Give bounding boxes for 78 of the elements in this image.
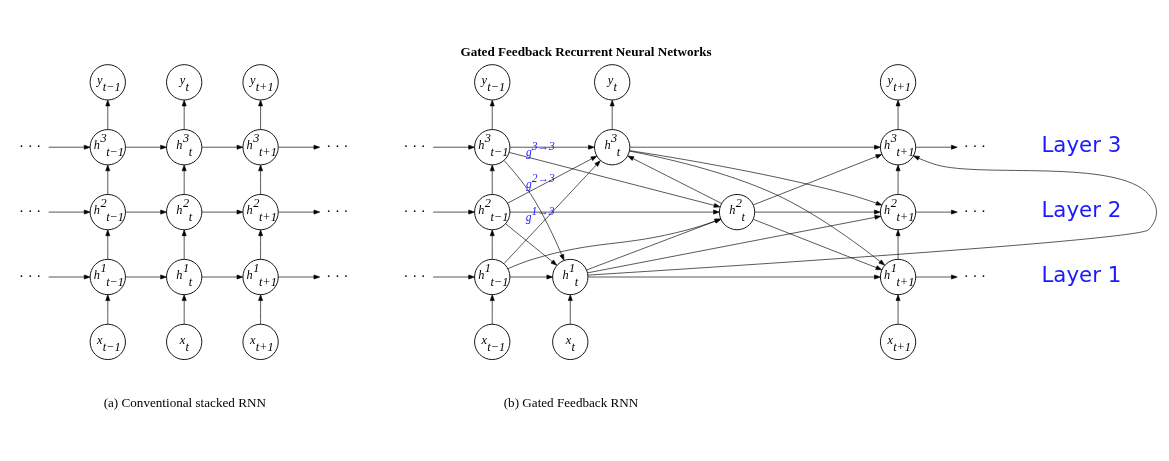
arrow [48,209,91,214]
arrow [509,151,721,208]
arrow [587,274,881,279]
arrow [586,218,722,270]
arrow [201,274,244,279]
arrow [509,144,595,150]
label: Layer 3 [1041,131,1122,157]
node-text: · · · [19,202,42,219]
arrow [105,99,111,130]
arrow [895,164,901,195]
arrow [181,99,187,130]
arrow [915,209,958,214]
arrow [258,99,263,130]
arrow [509,274,553,279]
node-text: · · · [963,267,986,284]
arrow [489,229,495,260]
arrow [181,229,187,260]
arrow [105,294,111,324]
node-text: · · · [403,267,426,284]
node-text: · · · [403,202,426,219]
arrow [48,274,91,279]
arrow [587,155,1157,275]
arrow [504,159,565,261]
arrow [181,294,187,324]
arrow [105,229,111,260]
label: Layer 2 [1041,196,1122,222]
arrow [489,164,495,195]
node-text: · · · [963,202,986,219]
arrow [915,274,958,279]
node-text: · · · [326,202,349,219]
arrow [629,144,881,150]
arrow [125,274,167,279]
arrow [587,214,882,273]
node-text: · · · [326,137,349,154]
arrow [432,274,475,279]
arrow [567,294,573,324]
label: (a) Conventional stacked RNN [103,394,266,410]
arrow [201,209,244,214]
arrow [895,99,901,130]
arrow [505,223,558,265]
node-text: · · · [326,267,349,284]
arrow [507,218,722,269]
arrow [278,209,321,214]
arrow [753,153,883,205]
arrow [629,149,883,205]
arrow [509,209,720,214]
arrow [609,99,615,130]
arrow [489,294,495,324]
arrow [181,164,187,195]
arrow [432,144,475,150]
node-text: · · · [19,137,42,154]
arrow [753,218,883,270]
arrow [895,229,901,260]
arrow [48,144,91,150]
arrow [258,229,263,260]
label: (b) Gated Feedback RNN [503,394,639,410]
arrow [105,164,111,195]
arrow [125,144,167,150]
arrow [503,159,601,264]
node-text: · · · [403,137,426,154]
arrow [754,209,881,214]
label: Layer 1 [1041,261,1122,287]
arrow [258,164,263,195]
arrow [489,99,495,130]
arrow [125,209,167,214]
arrow [629,150,885,265]
arrow [278,144,321,150]
node-text: · · · [963,137,986,154]
arrow [915,144,958,150]
arrow [507,155,598,203]
arrow [895,294,901,324]
arrow [432,209,475,214]
arrow [278,274,321,279]
diagram-title: Gated Feedback Recurrent Neural Networks [460,43,712,59]
arrow [201,144,244,150]
arrow [258,294,263,324]
node-text: · · · [19,267,42,284]
arrow [627,155,722,204]
